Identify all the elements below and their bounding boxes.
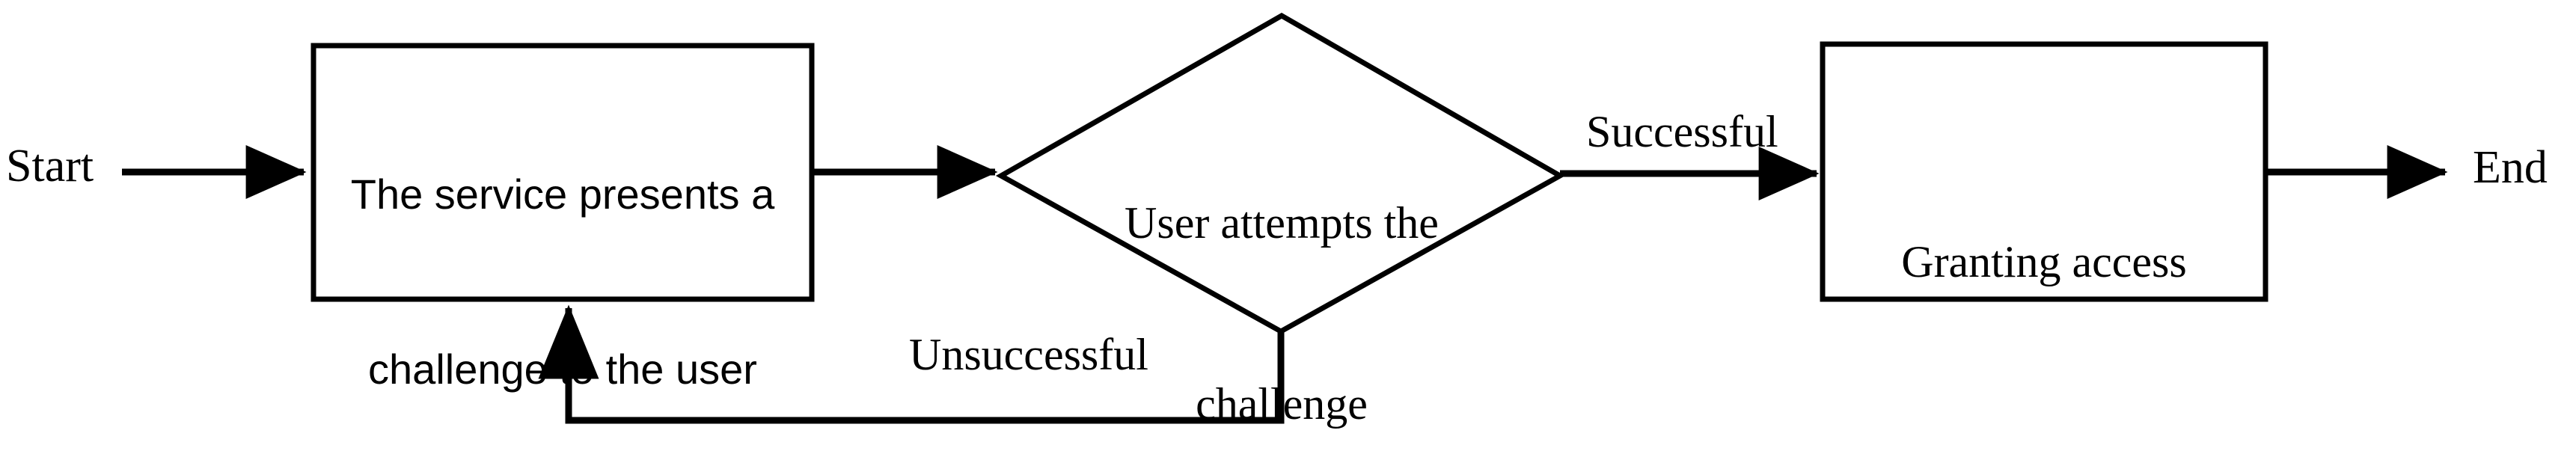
- node-granting-access-line1: Granting access: [1901, 237, 2187, 286]
- node-granting-access-text: Granting access: [1823, 150, 2266, 374]
- node-present-challenge-shape: [310, 43, 815, 302]
- node-user-attempts-line1: User attempts the: [1125, 198, 1439, 248]
- edge-unsuccessful-loop: [538, 304, 1285, 424]
- edge-label-unsuccessful: Unsuccessful: [909, 330, 1148, 379]
- node-present-challenge-text: The service presents a challenge to the …: [313, 90, 812, 457]
- node-present-challenge-line2: challenge to the user: [368, 346, 757, 393]
- node-granting-access-shape: [1820, 41, 2268, 302]
- node-present-challenge-line1: The service presents a: [350, 171, 775, 218]
- edge-label-successful: Successful: [1586, 107, 1778, 156]
- node-user-attempts-line2: challenge: [1196, 379, 1368, 429]
- end-label: End: [2473, 142, 2548, 193]
- start-label: Start: [6, 141, 94, 191]
- node-user-attempts-text: User attempts the challenge: [1046, 111, 1517, 457]
